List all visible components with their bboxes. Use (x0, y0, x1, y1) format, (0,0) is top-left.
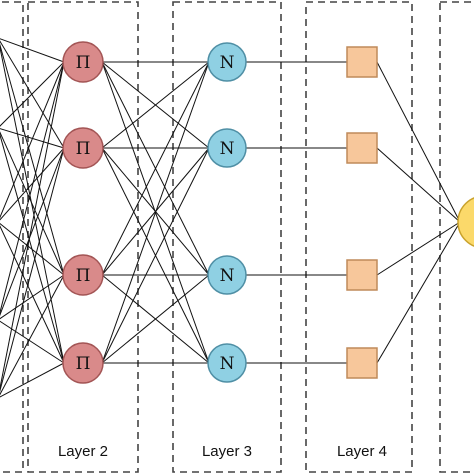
layer2-node-4: Π (62, 342, 104, 384)
edge-layer2-2-to-layer3-0 (101, 61, 210, 276)
edge-input-2-to-layer2-2 (0, 222, 65, 276)
edge-input-1-to-layer2-2 (0, 131, 65, 276)
edge-layer2-1-to-layer3-0 (101, 61, 210, 149)
edge-input-1-to-layer2-1 (0, 128, 65, 149)
layer3-node-circle (207, 128, 247, 168)
edge-input-3-to-layer2-0 (0, 61, 65, 315)
layer-5-box (439, 1, 474, 473)
layer3-node-2: N (207, 128, 247, 168)
layer2-node-circle (62, 41, 104, 83)
layer2-node-symbol: Π (76, 354, 91, 374)
edge-input-4-to-layer2-3 (0, 362, 65, 398)
layer-1-box (0, 1, 24, 473)
edge-input-1-to-layer2-0 (0, 61, 65, 127)
layer-2-label: Layer 2 (58, 443, 108, 460)
layer3-node-1: N (207, 42, 247, 82)
edge-input-0-to-layer2-1 (0, 40, 65, 149)
layer2-node-circle (62, 342, 104, 384)
layer2-node-symbol: Π (76, 266, 91, 286)
nodes: Π Π Π Π N N N N (62, 41, 474, 384)
edge-layer4-3-to-output (376, 221, 461, 364)
edge-input-4-to-layer2-0 (0, 61, 65, 391)
edge-input-0-to-layer2-0 (0, 38, 65, 63)
layer-2-box (27, 1, 139, 473)
layer3-node-symbol: N (220, 266, 235, 286)
edge-input-4-to-layer2-1 (0, 147, 65, 393)
layer-3-box (172, 1, 282, 473)
edge-input-0-to-layer2-3 (0, 45, 65, 364)
edge-input-2-to-layer2-3 (0, 225, 65, 364)
layer2-node-1: Π (62, 41, 104, 83)
layer3-node-symbol: N (220, 139, 235, 159)
layer-labels: Layer 2 Layer 3 Layer 4 (58, 443, 387, 460)
layer3-node-3: N (207, 255, 247, 295)
layer3-node-4: N (207, 343, 247, 383)
layer3-node-symbol: N (220, 354, 235, 374)
layer2-node-3: Π (62, 254, 104, 296)
edge-input-0-to-layer2-2 (0, 43, 65, 276)
layer3-node-symbol: N (220, 53, 235, 73)
layer2-node-2: Π (62, 127, 104, 169)
connections (0, 38, 461, 398)
layer3-node-circle (207, 42, 247, 82)
layer4-node-1 (346, 46, 378, 78)
edge-layer2-3-to-layer3-0 (101, 61, 210, 364)
edge-input-4-to-layer2-2 (0, 274, 65, 396)
edge-input-3-to-layer2-2 (0, 274, 65, 320)
edge-input-3-to-layer2-1 (0, 147, 65, 317)
layer2-node-circle (62, 127, 104, 169)
edge-layer4-1-to-output (376, 147, 461, 223)
layer2-node-symbol: Π (76, 53, 91, 73)
edge-input-2-to-layer2-0 (0, 61, 65, 219)
layer3-node-circle (207, 255, 247, 295)
layer2-node-symbol: Π (76, 139, 91, 159)
edge-input-1-to-layer2-3 (0, 133, 65, 364)
edge-input-2-to-layer2-1 (0, 147, 65, 221)
edge-layer2-3-to-layer3-1 (101, 147, 210, 364)
layer2-node-circle (62, 254, 104, 296)
layer-3-label: Layer 3 (202, 443, 252, 460)
edge-layer4-2-to-output (376, 221, 461, 276)
layer3-node-circle (207, 343, 247, 383)
layer4-node-4 (346, 347, 378, 379)
layer4-node-2 (346, 132, 378, 164)
edge-layer4-0-to-output (376, 61, 461, 223)
output-node (457, 197, 474, 247)
layer-4-label: Layer 4 (337, 443, 387, 460)
edge-input-3-to-layer2-3 (0, 320, 65, 364)
layer4-node-3 (346, 259, 378, 291)
edge-layer2-3-to-layer3-2 (101, 274, 210, 364)
layer-4-box (305, 1, 413, 473)
